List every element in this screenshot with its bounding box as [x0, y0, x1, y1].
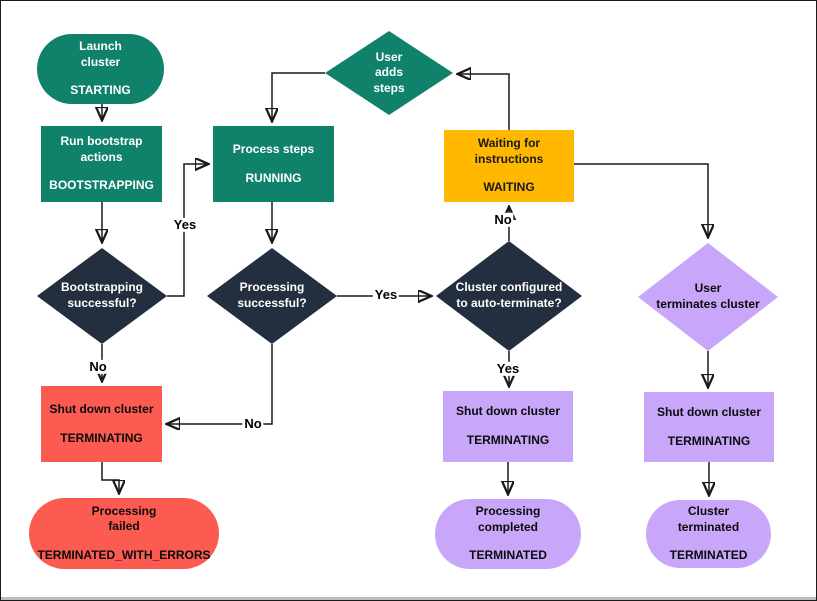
edge-label-bootstrap-yes: Yes [171, 216, 199, 233]
node-state: STARTING [70, 83, 131, 98]
node-terminated-user: Cluster terminated TERMINATED [646, 500, 771, 568]
node-state: TERMINATING [60, 430, 143, 445]
node-run-bootstrap-actions: Run bootstrap actions BOOTSTRAPPING [41, 126, 162, 202]
node-state: BOOTSTRAPPING [49, 178, 154, 193]
node-state: TERMINATED [669, 548, 748, 563]
window-bottom-edge [1, 597, 816, 600]
edge-waiting-to-useradds [459, 74, 510, 130]
node-terminated-with-errors: Processing failed TERMINATED_WITH_ERRORS [29, 498, 219, 569]
node-state: RUNNING [245, 170, 302, 185]
node-label: Cluster configured to auto-terminate? [455, 280, 563, 310]
node-label: Shut down cluster [656, 404, 761, 419]
edge-shutdown-to-terminated-errors [101, 462, 119, 492]
node-state: TERMINATING [466, 433, 550, 447]
node-shutdown-cluster-user: Shut down cluster TERMINATING [644, 392, 774, 462]
node-label: Bootstrapping successful? [61, 280, 143, 310]
node-launch-cluster: Launch cluster STARTING [37, 34, 164, 104]
edge-label-autoterm-no: No [492, 211, 514, 228]
edge-label-autoterm-yes: Yes [494, 360, 522, 377]
edge-processing-no-to-shutdown [168, 344, 273, 424]
node-terminated-completed: Processing completed TERMINATED [435, 499, 581, 569]
node-label: User terminates cluster [656, 281, 760, 311]
node-label: Shut down cluster [455, 404, 560, 419]
node-shutdown-cluster-auto: Shut down cluster TERMINATING [443, 391, 573, 462]
node-label: Cluster terminated [677, 504, 740, 534]
node-label: Processing successful? [237, 280, 307, 310]
node-state: TERMINATING [667, 433, 751, 448]
node-shutdown-cluster-error: Shut down cluster TERMINATING [41, 386, 162, 462]
node-label: Waiting for instructions [474, 136, 544, 166]
node-state: WAITING [483, 180, 535, 195]
node-label: Shut down cluster [49, 401, 154, 416]
node-process-steps: Process steps RUNNING [213, 126, 334, 202]
node-label: Processing completed [475, 504, 541, 534]
node-waiting-for-instructions: Waiting for instructions WAITING [444, 130, 574, 202]
node-label: Process steps [232, 141, 315, 156]
node-label: Processing failed [91, 503, 157, 534]
edge-label-processing-no: No [242, 415, 264, 432]
edge-label-processing-yes: Yes [372, 286, 400, 303]
node-state: TERMINATED [469, 548, 547, 563]
edge-waiting-to-userterminates [574, 163, 708, 236]
node-label: Run bootstrap actions [60, 134, 143, 164]
edge-useradds-to-process [272, 72, 325, 120]
node-state: TERMINATED_WITH_ERRORS [37, 547, 211, 562]
edge-label-bootstrap-no: No [87, 358, 109, 375]
node-label: User adds steps [373, 49, 405, 95]
node-label: Launch cluster [79, 39, 122, 69]
